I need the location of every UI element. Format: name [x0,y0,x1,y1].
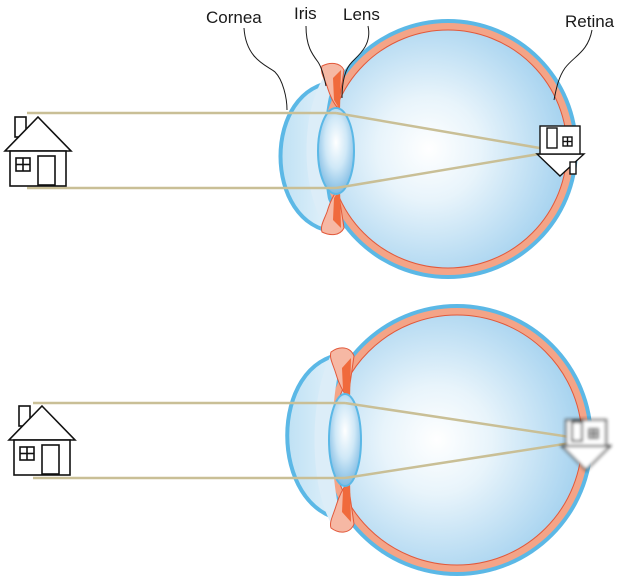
cornea-label: Cornea [206,8,262,27]
house-icon [3,115,73,187]
light-rays-top [27,111,558,190]
light-rays-bottom [33,401,591,480]
top-eye [27,19,586,279]
lens-shape [317,107,355,195]
vitreous-body [331,314,583,566]
inverted-house-icon [535,125,586,177]
inverted-house-icon [559,419,613,472]
lens-label: Lens [343,5,380,24]
bottom-eye [33,304,613,576]
lens-shape [328,393,362,487]
iris-label: Iris [294,4,317,23]
house-icon [7,404,77,476]
retina-label: Retina [565,12,615,31]
leader-lines [243,25,593,111]
vitreous-body [328,29,568,269]
